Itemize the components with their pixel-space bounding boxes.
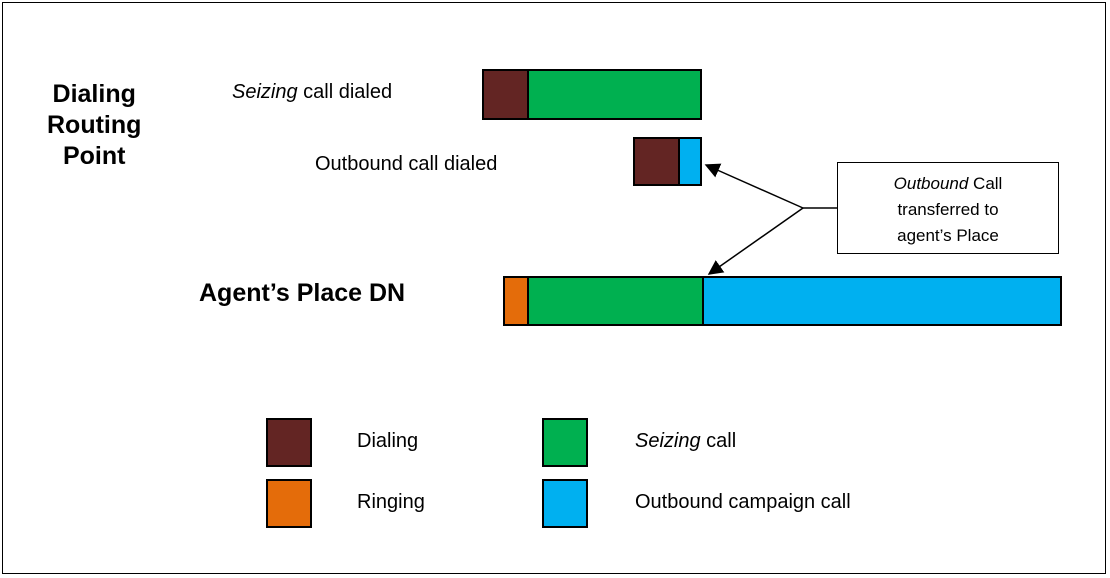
row3-outbound-segment	[702, 276, 1062, 326]
legend-seizing-swatch	[542, 418, 588, 467]
routing-point-line-2: Routing	[47, 111, 142, 139]
callout-line-1: Outbound Call	[838, 171, 1058, 197]
arrow-to-agent-place	[707, 207, 804, 275]
legend-outbound-swatch	[542, 479, 588, 528]
seizing-rest: call dialed	[297, 81, 393, 103]
legend-outbound-label: Outbound campaign call	[635, 491, 851, 513]
outbound-call-dialed-label: Outbound call dialed	[315, 153, 498, 175]
routing-point-line-3: Point	[62, 142, 126, 170]
callout-line-1-rest: Call	[968, 174, 1003, 193]
seizing-emphasis: Seizing	[232, 81, 298, 103]
routing-point-line-1: Dialing	[52, 80, 136, 108]
legend-seizing-rest: call	[700, 430, 737, 452]
seizing-call-dialed-label: Seizing call dialed	[232, 81, 392, 104]
agent-place-dn-label: Agent’s Place DN	[199, 279, 406, 307]
legend-ringing-swatch	[266, 479, 312, 528]
row1-seizing-segment	[527, 69, 702, 120]
legend-dialing-swatch	[266, 418, 312, 467]
legend-ringing-label: Ringing	[357, 491, 425, 513]
arrow-to-outbound-call	[704, 163, 804, 209]
routing-point-label: Dialing Routing Point	[47, 79, 141, 172]
row3-seizing-segment	[527, 276, 704, 326]
transfer-callout: Outbound Call transferred to agent’s Pla…	[837, 162, 1059, 254]
legend-seizing-emphasis: Seizing	[635, 430, 701, 452]
row2-outbound-segment	[678, 137, 702, 186]
callout-line-3: agent’s Place	[897, 226, 999, 245]
callout-line-2: transferred to	[897, 200, 999, 219]
legend-seizing-label: Seizing call	[635, 430, 736, 453]
legend-dialing-label: Dialing	[357, 430, 419, 452]
callout-emphasis: Outbound	[893, 174, 969, 193]
